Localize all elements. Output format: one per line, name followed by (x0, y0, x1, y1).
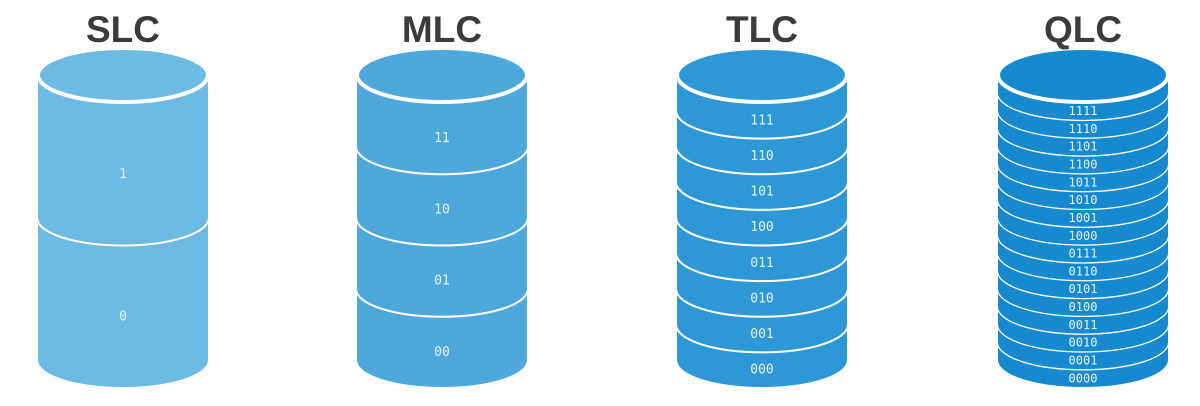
bit-label: 11 (434, 131, 450, 146)
bit-label: 011 (750, 256, 773, 271)
bit-label: 110 (750, 149, 773, 164)
labels-mlc: MLC 00 01 10 11 (402, 9, 482, 360)
labels-slc: SLC 0 1 (86, 9, 160, 324)
bit-label: 0100 (1069, 300, 1098, 314)
labels-qlc: QLC 0000 0001 0010 0011 0100 0101 0110 0111 1000 1… (1044, 9, 1122, 385)
cylinder-top-cap (355, 46, 529, 104)
bit-label: 0111 (1069, 247, 1098, 261)
bit-label: 10 (434, 202, 450, 217)
bit-label: 1111 (1069, 104, 1098, 118)
cylinder-tlc (675, 46, 849, 387)
bit-label: 1001 (1069, 211, 1098, 225)
labels-tlc: TLC 000 001 010 011 100 101 110 111 (726, 9, 798, 378)
bit-label: 0110 (1069, 264, 1098, 278)
layer-body (38, 75, 208, 245)
bit-label: 0101 (1069, 282, 1098, 296)
bit-label: 101 (750, 185, 773, 200)
cylinder-qlc (996, 46, 1170, 387)
bit-label: 100 (750, 220, 773, 235)
bit-label: 0010 (1069, 336, 1098, 350)
column-title: TLC (726, 9, 798, 50)
bit-label: 001 (750, 327, 773, 342)
bit-label: 111 (750, 113, 773, 128)
layer-body (38, 217, 208, 387)
cylinders-layer (36, 46, 1170, 387)
cylinder-top-cap (675, 46, 849, 104)
cylinder-slc (36, 46, 210, 387)
column-title: MLC (402, 9, 482, 50)
bit-label: 1 (119, 167, 127, 182)
bit-label: 1100 (1069, 158, 1098, 172)
bit-label: 01 (434, 274, 450, 289)
bit-label: 010 (750, 291, 773, 306)
column-title: SLC (86, 9, 160, 50)
labels-layer: SLC01MLC00011011TLC000001010011100101110… (86, 9, 1122, 385)
bit-label: 1010 (1069, 193, 1098, 207)
cylinder-top-cap (996, 46, 1170, 104)
bit-label: 0001 (1069, 353, 1098, 367)
bit-label: 1000 (1069, 229, 1098, 243)
bit-label: 0 (119, 309, 127, 324)
bit-label: 0000 (1069, 371, 1098, 385)
cell-layer (38, 75, 208, 245)
bit-label: 0011 (1069, 318, 1098, 332)
cylinder-mlc (355, 46, 529, 387)
cylinder-top-cap (36, 46, 210, 104)
bit-label: 1110 (1069, 122, 1098, 136)
bit-label: 1101 (1069, 140, 1098, 154)
bit-label: 00 (434, 345, 450, 360)
bit-label: 000 (750, 363, 773, 378)
column-title: QLC (1044, 9, 1122, 50)
bit-label: 1011 (1069, 175, 1098, 189)
